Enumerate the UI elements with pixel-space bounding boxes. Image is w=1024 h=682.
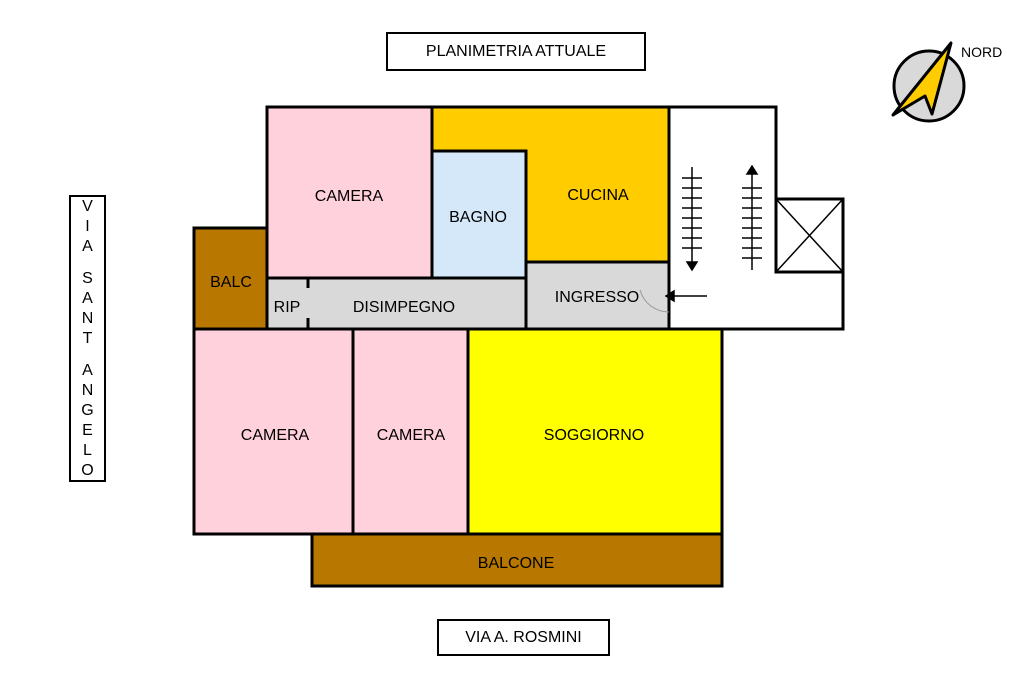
stairs-down-icon bbox=[682, 167, 702, 272]
street-label-letter: S bbox=[82, 269, 93, 287]
street-label-letter: I bbox=[85, 217, 90, 235]
label-rip: RIP bbox=[274, 299, 301, 316]
label-ingresso: INGRESSO bbox=[555, 289, 639, 306]
room-balcone bbox=[310, 532, 724, 588]
entry-door-swing bbox=[639, 289, 670, 313]
street-label-letter: G bbox=[81, 401, 94, 419]
room-balc bbox=[192, 226, 269, 331]
entrance-arrow-icon bbox=[664, 289, 707, 303]
room-bagno bbox=[430, 149, 528, 280]
plan-title: PLANIMETRIA ATTUALE bbox=[386, 32, 646, 71]
label-camera-top: CAMERA bbox=[315, 188, 384, 205]
street-label-letter: L bbox=[83, 441, 92, 459]
stairs-up-icon bbox=[742, 164, 762, 270]
street-label-letter: V bbox=[82, 197, 93, 215]
room-camera-left bbox=[192, 327, 355, 536]
street-label-bottom: VIA A. ROSMINI bbox=[437, 619, 610, 656]
label-cucina: CUCINA bbox=[567, 187, 629, 204]
label-camera-left: CAMERA bbox=[241, 427, 310, 444]
street-label-letter: A bbox=[82, 361, 93, 379]
elevator-shaft bbox=[774, 197, 845, 274]
label-camera-mid: CAMERA bbox=[377, 427, 446, 444]
label-bagno: BAGNO bbox=[449, 209, 507, 226]
label-disimpegno: DISIMPEGNO bbox=[353, 299, 455, 316]
label-soggiorno: SOGGIORNO bbox=[544, 427, 644, 444]
street-label-letter: N bbox=[81, 381, 94, 399]
label-balcone: BALCONE bbox=[478, 555, 554, 572]
street-label-letter: N bbox=[81, 309, 94, 327]
street-label-letter: A bbox=[82, 237, 93, 255]
street-label-letter: O bbox=[81, 461, 94, 479]
street-label-letter: E bbox=[82, 421, 93, 439]
room-soggiorno bbox=[466, 327, 724, 536]
street-label-letter: T bbox=[82, 329, 93, 347]
compass-icon bbox=[891, 41, 966, 123]
street-label-letter: A bbox=[82, 289, 93, 307]
room-camera-top bbox=[265, 105, 434, 280]
label-balc: BALC bbox=[210, 274, 252, 291]
room-disimpegno bbox=[265, 276, 528, 331]
compass-label: NORD bbox=[961, 44, 1003, 60]
